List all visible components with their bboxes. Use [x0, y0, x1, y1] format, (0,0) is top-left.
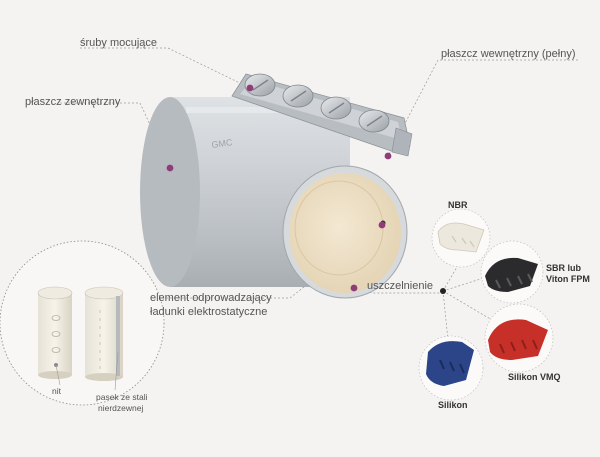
leader-seal	[353, 287, 440, 294]
label-silicone: Silikon	[438, 400, 468, 410]
label-inner-shell: płaszcz wewnętrzny (pełny)	[441, 48, 576, 60]
brand-stamp: GMC	[211, 137, 234, 150]
material-samples	[418, 208, 554, 401]
marker-screws	[246, 84, 254, 92]
marker-hub	[440, 288, 446, 294]
markers	[166, 84, 446, 294]
label-sbr-line2: Viton FPM	[546, 274, 590, 284]
label-screws: śruby mocujące	[80, 37, 158, 49]
label-seal: uszczelnienie	[367, 280, 434, 292]
leader-screws	[80, 47, 251, 89]
marker-seal	[350, 284, 358, 292]
label-silicone-vmq: Silikon VMQ	[508, 372, 561, 382]
leader-sbr	[442, 274, 494, 292]
leader-outer	[60, 102, 171, 169]
detail-inset	[0, 240, 165, 406]
marker-element	[378, 221, 386, 229]
detail-circle	[0, 240, 165, 406]
label-rivet: nit	[52, 386, 61, 396]
label-nbr: NBR	[448, 200, 468, 210]
repair-clamp: GMC	[140, 73, 413, 299]
label-element-line2: ładunki elektrostatyczne	[150, 306, 268, 318]
marker-inner	[384, 152, 392, 160]
sleeve-right	[84, 286, 124, 381]
label-strip-line2: nierdzewnej	[98, 403, 144, 413]
label-element-line1: element odprowadzający	[150, 292, 272, 304]
label-outer-shell: płaszcz zewnętrzny	[25, 96, 121, 108]
clamp-back-end	[140, 97, 200, 287]
label-sbr-line1: SBR lub	[546, 263, 581, 273]
leader-vmq	[442, 290, 493, 321]
leader-element	[150, 224, 383, 299]
marker-outer	[166, 164, 174, 172]
sleeve-left	[37, 286, 73, 379]
clamp-liner	[289, 173, 401, 293]
steel-strip	[116, 296, 120, 376]
label-strip-line1: pasek ze stali	[96, 392, 148, 402]
clamping-bar	[231, 73, 413, 157]
leader-silikon	[442, 290, 449, 341]
leader-inner	[387, 59, 578, 157]
